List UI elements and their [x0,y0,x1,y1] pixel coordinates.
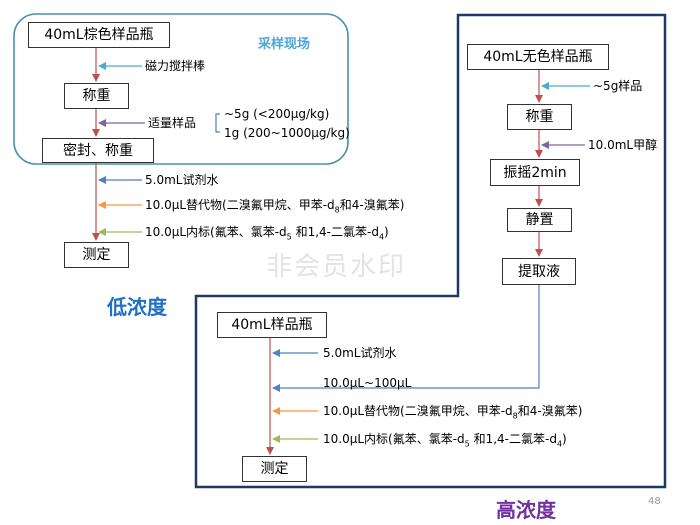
low-measure-box: 测定 [64,242,129,268]
high-reagent-water-label: 5.0mL试剂水 [323,346,397,360]
low-surrogate-label: 10.0µL替代物(二溴氟甲烷、甲苯-d8和4-溴氟苯) [145,198,405,215]
high-weigh-box: 称重 [507,104,572,130]
high-sample-label: ~5g样品 [593,79,643,93]
low-reagent-water-label: 5.0mL试剂水 [145,173,219,187]
high-arrow-extract-transfer [272,285,540,392]
low-concentration-title: 低浓度 [107,295,167,319]
low-weigh-box: 称重 [64,83,129,109]
low-seal-weigh-box: 密封、称重 [42,138,154,163]
high-settle-box: 静置 [507,208,572,232]
high-extract-box: 提取液 [502,258,576,285]
low-brown-vial-box: 40mL棕色样品瓶 [28,22,170,48]
sampling-site-label: 采样现场 [258,37,311,52]
high-measure-box: 测定 [242,456,307,482]
high-concentration-frame [194,13,667,489]
low-option-2: 1g (200~1000µg/kg) [224,126,350,140]
high-concentration-title: 高浓度 [496,498,556,522]
low-option-bracket [215,113,220,133]
low-stir-bar-label: 磁力搅拌棒 [145,59,206,73]
low-sample-label: 适量样品 [148,116,197,130]
page-number: 48 [648,496,661,507]
watermark: 非会员水印 [266,252,407,282]
high-extract-volume-label: 10.0µL~100µL [323,376,412,390]
high-methanol-label: 10.0mL甲醇 [588,138,658,152]
high-surrogate-label: 10.0µL替代物(二溴氟甲烷、甲苯-d8和4-溴氟苯) [323,404,583,421]
low-internal-standard-label: 10.0µL内标(氟苯、氯苯-d5 和1,4-二氯苯-d4) [145,225,389,242]
high-internal-standard-label: 10.0µL内标(氟苯、氯苯-d5 和1,4-二氯苯-d4) [323,432,567,449]
low-option-1: ~5g (<200µg/kg) [224,107,330,121]
high-clear-vial-box: 40mL无色样品瓶 [467,44,609,70]
high-shake-box: 振摇2min [490,159,580,186]
sampling-site-frame [13,13,349,165]
high-vial-box: 40mL样品瓶 [217,312,327,338]
